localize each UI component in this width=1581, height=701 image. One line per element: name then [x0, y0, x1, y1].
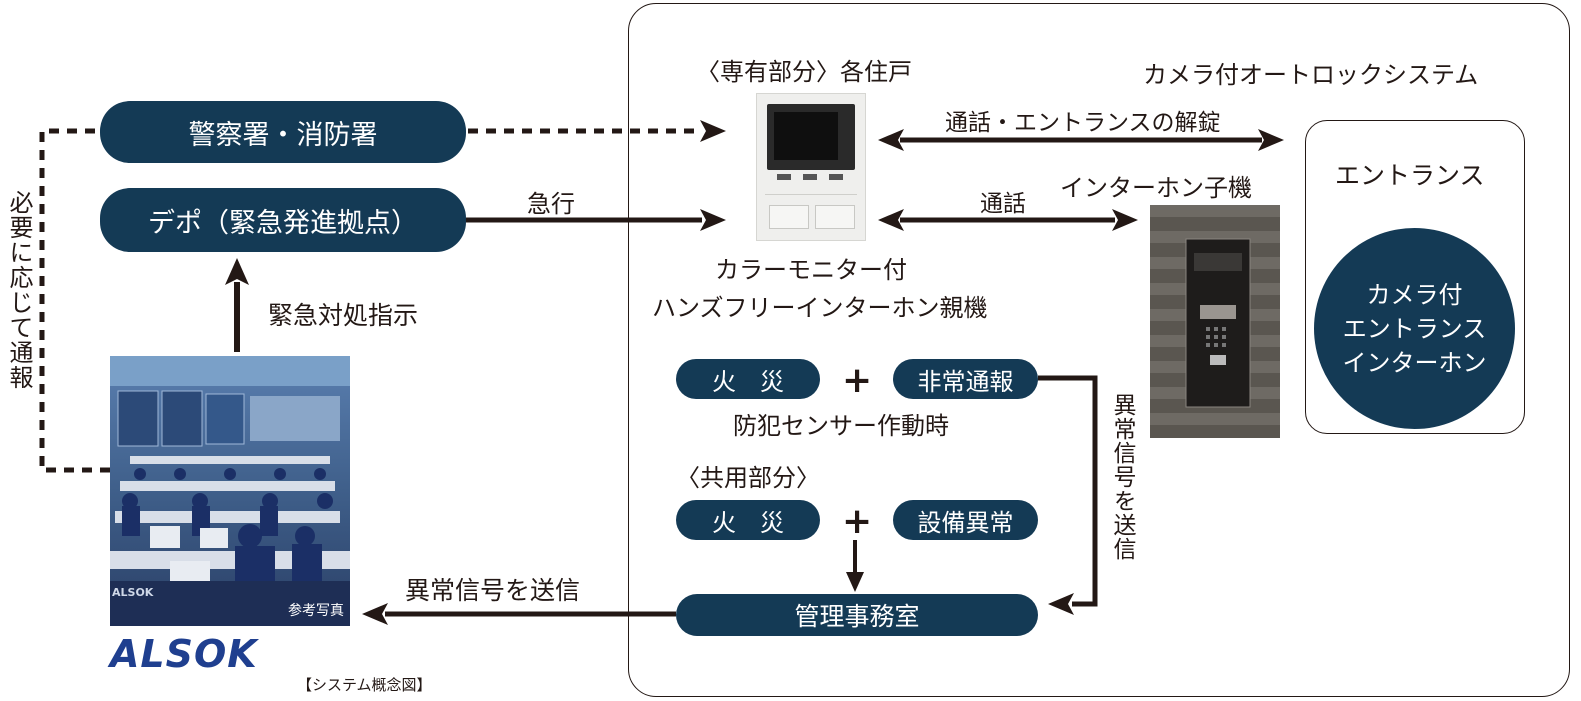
- plus-icon: +: [842, 360, 873, 401]
- unlock-label: 通話・エントランスの解錠: [945, 110, 1221, 136]
- management-office-label: 管理事務室: [794, 602, 920, 631]
- circle-line2: エントランス: [1342, 314, 1487, 343]
- fire-box-1: 火 災: [676, 359, 820, 399]
- figure-caption: 【システム概念図】: [297, 676, 432, 694]
- building-frame: [628, 3, 1570, 697]
- police-fire-label: 警察署・消防署: [188, 119, 378, 151]
- monitor-keypad: [765, 194, 857, 235]
- abnormal-signal-line: [1038, 375, 1098, 607]
- circle-line1: カメラ付: [1366, 280, 1463, 309]
- intercom-master-device: [756, 93, 866, 241]
- sensor-label: 防犯センサー作動時: [733, 412, 949, 440]
- alsok-logo: ALSOK: [110, 632, 258, 676]
- private-area-title: 〈専有部分〉各住戸: [696, 58, 912, 86]
- equipment-fault-box: 設備異常: [893, 500, 1038, 540]
- shared-area-title: 〈共用部分〉: [676, 464, 820, 492]
- abnormal-signal-vertical-label: 異常信号を送信: [1109, 393, 1135, 561]
- depot-box: デポ（緊急発進拠点）: [100, 188, 466, 252]
- monitor-screen: [767, 104, 855, 170]
- fire-label-2: 火 災: [712, 508, 784, 537]
- autolock-title: カメラ付オートロックシステム: [1143, 61, 1479, 89]
- rush-label: 急行: [527, 190, 575, 218]
- circle-line3: インターホン: [1342, 348, 1487, 377]
- emergency-call-box: 非常通報: [893, 359, 1038, 399]
- fire-box-2: 火 災: [676, 500, 820, 540]
- monitor-label-line1: カラーモニター付: [715, 256, 907, 284]
- control-center-photo: ALSOK 参考写真: [110, 356, 350, 626]
- emergency-call-label: 非常通報: [917, 367, 1014, 396]
- plus-icon: +: [842, 501, 873, 542]
- entrance-label: エントランス: [1335, 161, 1485, 190]
- depot-label: デポ（緊急発進拠点）: [148, 207, 418, 239]
- intercom-child-label: インターホン子機: [1060, 174, 1252, 202]
- camera-intercom-circle: カメラ付 エントランス インターホン: [1314, 228, 1515, 429]
- report-vertical-label: 必要に応じて通報: [5, 190, 33, 390]
- entrance-intercom-photo: [1150, 205, 1280, 438]
- instruction-label: 緊急対処指示: [268, 301, 419, 330]
- photo-caption: 参考写真: [288, 603, 344, 619]
- police-fire-box: 警察署・消防署: [100, 101, 466, 163]
- call-label: 通話: [980, 191, 1026, 217]
- dashed-report-line: [39, 128, 110, 473]
- monitor-buttons: [771, 174, 851, 184]
- monitor-label-line2: ハンズフリーインターホン親機: [652, 294, 988, 322]
- send-signal-label: 異常信号を送信: [405, 576, 581, 605]
- svg-text:ALSOK: ALSOK: [112, 586, 154, 599]
- management-office-box: 管理事務室: [676, 594, 1038, 636]
- entrance-box: [1305, 120, 1525, 434]
- fire-label-1: 火 災: [712, 367, 784, 396]
- equipment-fault-label: 設備異常: [917, 508, 1014, 537]
